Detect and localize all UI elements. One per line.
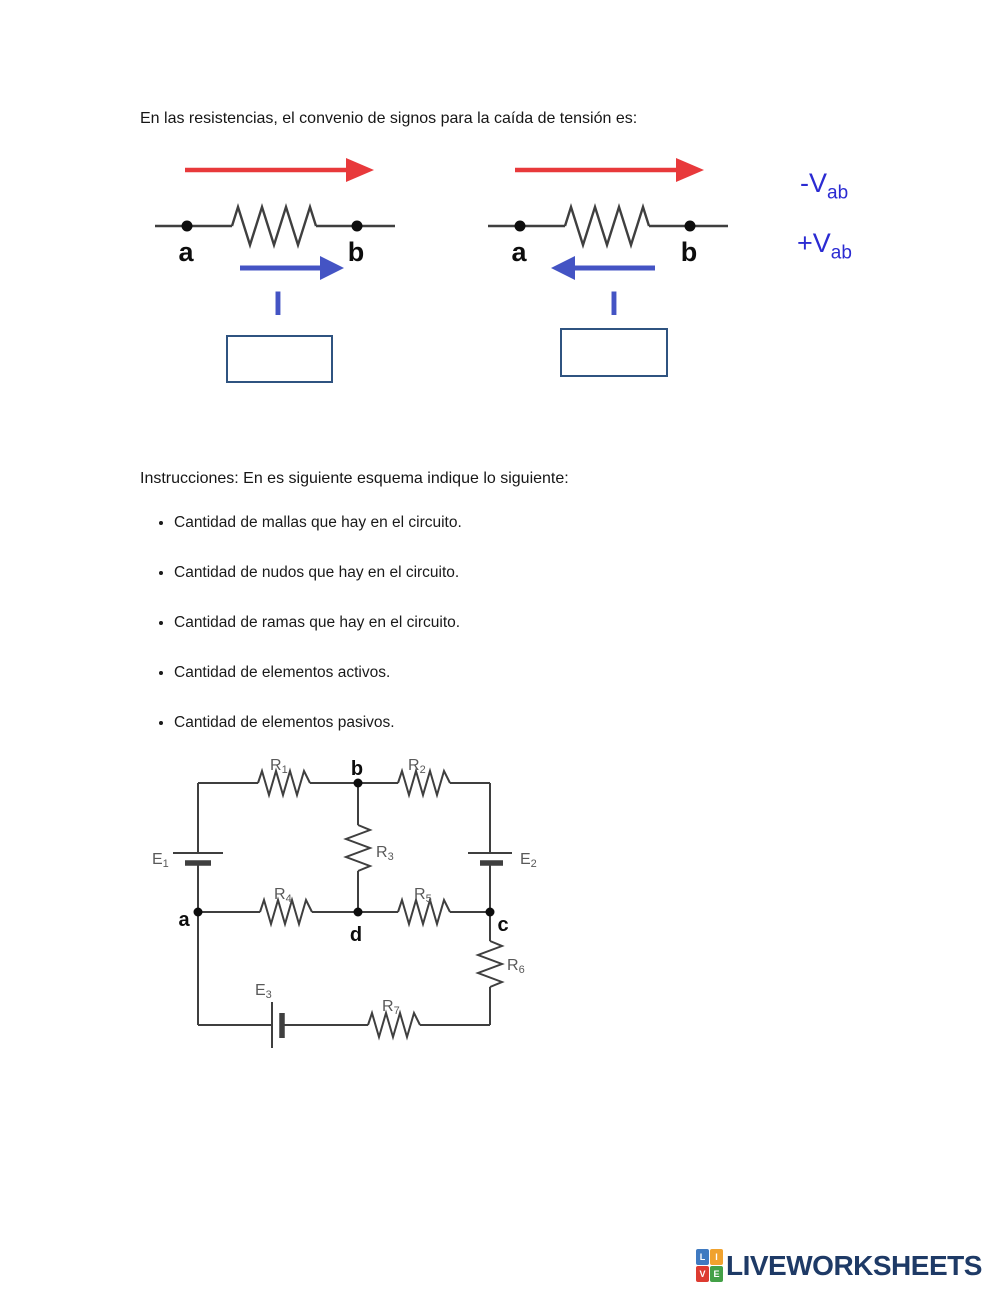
- node-label-c: c: [497, 914, 508, 936]
- label-r3: R3: [376, 844, 394, 863]
- current-label: I: [609, 285, 618, 320]
- label-r6-sub: 6: [519, 964, 525, 976]
- label-r7-sub: 7: [394, 1005, 400, 1017]
- logo-square-l: L: [696, 1249, 709, 1265]
- node-label-a: a: [178, 237, 194, 267]
- red-arrow-head: [676, 158, 704, 182]
- logo-square-i: I: [710, 1249, 723, 1265]
- liveworksheets-logo-text: LIVEWORKSHEETS: [726, 1249, 982, 1281]
- voltage-direction-arrow: [515, 158, 704, 182]
- label-r3-base: R: [376, 844, 388, 861]
- instruction-item: Cantidad de elementos pasivos.: [174, 714, 780, 732]
- voltage-label-positive: +Vab: [797, 228, 852, 264]
- logo-square-v: V: [696, 1266, 709, 1282]
- instruction-item: Cantidad de mallas que hay en el circuit…: [174, 514, 780, 532]
- node-dot-d: [353, 907, 363, 917]
- label-r6-base: R: [507, 957, 519, 974]
- convention-diagram-right: a b I: [488, 158, 728, 320]
- label-r2-sub: 2: [420, 764, 426, 776]
- label-r6: R6: [507, 957, 525, 976]
- instructions-list: Cantidad de mallas que hay en el circuit…: [140, 514, 780, 732]
- liveworksheets-logo: L I V E LIVEWORKSHEETS: [696, 1249, 982, 1282]
- node-label-a: a: [178, 909, 190, 931]
- label-r1-base: R: [270, 757, 282, 774]
- label-e3: E3: [255, 982, 272, 1001]
- resistor-zigzag: [230, 203, 318, 249]
- voltage-label-negative-base: -V: [800, 168, 827, 198]
- node-label-b: b: [681, 237, 698, 267]
- label-e3-base: E: [255, 982, 266, 999]
- node-label-b: b: [351, 758, 363, 780]
- label-r7: R7: [382, 998, 400, 1017]
- label-e2-base: E: [520, 851, 531, 868]
- instruction-item: Cantidad de nudos que hay en el circuito…: [174, 564, 780, 582]
- voltage-direction-arrow: [185, 158, 374, 182]
- resistor-r2-zigzag: [397, 767, 451, 799]
- resistor-r7-zigzag: [367, 1009, 421, 1041]
- label-e1-sub: 1: [163, 858, 169, 870]
- node-dot-c: [485, 907, 495, 917]
- node-dot-b: [684, 220, 696, 232]
- instructions-section: Instrucciones: En es siguiente esquema i…: [140, 470, 780, 764]
- blue-arrow-head: [551, 256, 575, 280]
- label-r3-sub: 3: [388, 851, 394, 863]
- label-r4-sub: 4: [286, 893, 292, 905]
- resistor-r6-zigzag: [475, 940, 505, 988]
- label-r2-base: R: [408, 757, 420, 774]
- answer-input-left[interactable]: [226, 335, 333, 383]
- label-e3-sub: 3: [266, 989, 272, 1001]
- current-arrow: [240, 256, 344, 280]
- resistor-r4-zigzag: [259, 896, 313, 928]
- label-r4: R4: [274, 886, 292, 905]
- logo-square-e: E: [710, 1266, 723, 1282]
- answer-input-right[interactable]: [560, 328, 668, 377]
- label-r4-base: R: [274, 886, 286, 903]
- node-dot-a: [514, 220, 526, 232]
- page-title: En las resistencias, el convenio de sign…: [140, 110, 638, 127]
- label-r2: R2: [408, 757, 426, 776]
- voltage-label-positive-sub: ab: [830, 242, 852, 264]
- convention-diagram-left: a b I: [155, 158, 395, 320]
- instructions-heading: Instrucciones: En es siguiente esquema i…: [140, 470, 569, 487]
- voltage-label-negative-sub: ab: [827, 182, 849, 204]
- label-e2-sub: 2: [531, 858, 537, 870]
- circuit-wires: [173, 767, 512, 1048]
- current-label: I: [273, 285, 282, 320]
- node-dot-b: [353, 778, 363, 788]
- instruction-item: Cantidad de ramas que hay en el circuito…: [174, 614, 780, 632]
- node-label-a: a: [511, 237, 527, 267]
- current-arrow: [551, 256, 655, 280]
- resistor-r3-zigzag: [343, 824, 373, 872]
- circuit-diagram: R1 R2 R3 R4 R5 R6 R7 E1 E2 E3 a b c d: [152, 757, 537, 1048]
- voltage-label-negative: -Vab: [800, 168, 848, 204]
- label-e2: E2: [520, 851, 537, 870]
- label-r7-base: R: [382, 998, 394, 1015]
- label-e1: E1: [152, 851, 169, 870]
- blue-arrow-head: [320, 256, 344, 280]
- instruction-item: Cantidad de elementos activos.: [174, 664, 780, 682]
- liveworksheets-logo-icon: L I V E: [696, 1249, 723, 1282]
- node-dot-b: [351, 220, 363, 232]
- voltage-label-positive-base: +V: [797, 228, 831, 258]
- resistor-r5-zigzag: [397, 896, 451, 928]
- resistor-r1-zigzag: [257, 767, 311, 799]
- node-dot-a: [181, 220, 193, 232]
- red-arrow-head: [346, 158, 374, 182]
- label-e1-base: E: [152, 851, 163, 868]
- label-r5-sub: 5: [426, 893, 432, 905]
- label-r1: R1: [270, 757, 288, 776]
- label-r5-base: R: [414, 886, 426, 903]
- label-r1-sub: 1: [282, 764, 288, 776]
- node-label-b: b: [348, 237, 365, 267]
- label-r5: R5: [414, 886, 432, 905]
- node-label-d: d: [350, 924, 362, 946]
- node-dot-a: [193, 907, 203, 917]
- resistor-zigzag: [563, 203, 651, 249]
